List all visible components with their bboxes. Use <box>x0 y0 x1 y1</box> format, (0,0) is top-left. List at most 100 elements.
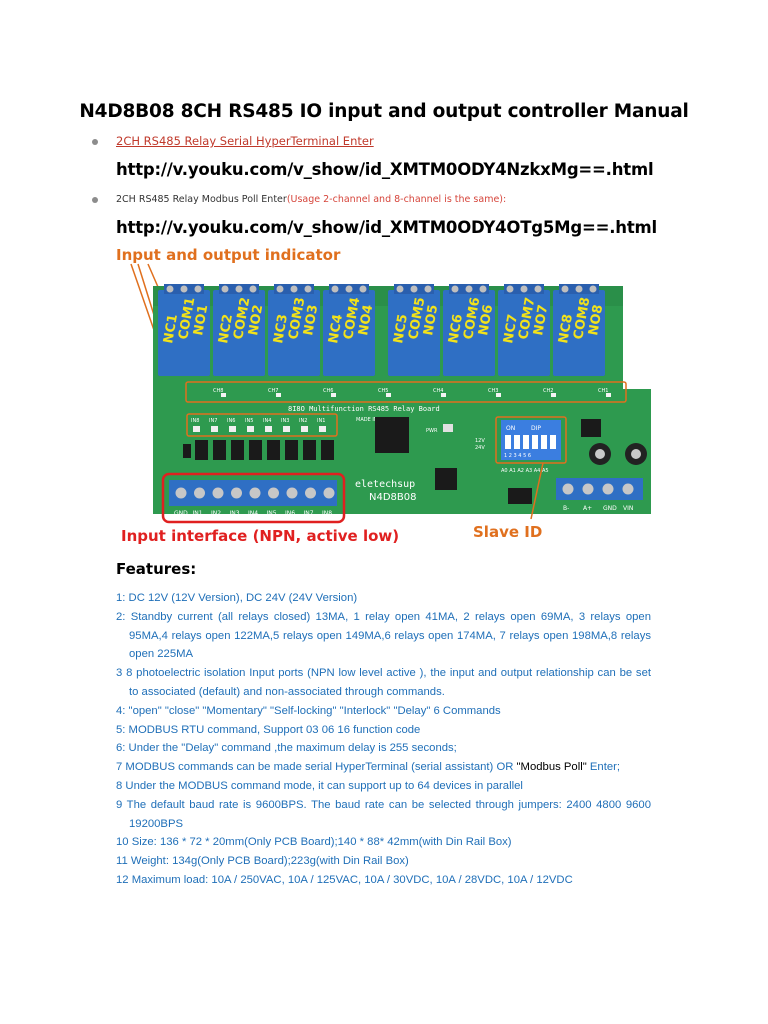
ch-led-label: CH6 <box>323 388 333 394</box>
terminal-screw <box>622 483 634 495</box>
serial-hyperterminal-link[interactable]: 2CH RS485 Relay Serial HyperTerminal Ent… <box>116 134 374 148</box>
relay-label: NC4 <box>326 313 346 345</box>
modbus-poll-text: 2CH RS485 Relay Modbus Poll Enter <box>116 194 287 205</box>
relay-label: COM5 <box>406 296 428 341</box>
relay-label: COM2 <box>231 296 253 341</box>
optocoupler-row <box>183 440 334 460</box>
input-led-label: IN1 <box>317 418 325 424</box>
feature-item: 8 Under the MODBUS command mode, it can … <box>116 779 523 792</box>
terminal-screw <box>359 285 367 293</box>
input-led-label: IN6 <box>227 418 235 424</box>
terminal-screw <box>194 285 202 293</box>
terminal-screw <box>589 285 597 293</box>
terminal-screw <box>249 487 261 499</box>
input-terminal-label: IN6 <box>285 510 295 517</box>
relay-label: COM1 <box>176 296 198 341</box>
ch-led-label: CH1 <box>598 388 608 394</box>
feature-item: 2: Standby current (all relays closed) 1… <box>116 610 651 661</box>
input-led <box>301 426 308 432</box>
relay-block <box>553 290 605 376</box>
address-labels: A0 A1 A2 A3 A4 A5 <box>501 468 549 474</box>
dip-key <box>541 435 547 449</box>
jumper-12v-label: 12V <box>475 438 485 444</box>
terminal-screw <box>479 285 487 293</box>
input-led <box>193 426 200 432</box>
relay-label: COM7 <box>516 296 538 341</box>
feature-item: 4: "open" "close" "Momentary" "Self-lock… <box>116 704 501 717</box>
terminal-screw <box>268 487 279 499</box>
feature-item: 12 Maximum load: 10A / 250VAC, 10A / 125… <box>116 873 573 886</box>
ch-led-label: CH8 <box>213 388 223 394</box>
mcu-chip <box>375 417 409 453</box>
pwr-label: PWR <box>426 428 438 434</box>
input-terminal-label: IN4 <box>248 510 258 517</box>
feature-7-modbus-poll: "Modbus Poll" <box>516 761 587 774</box>
ch-led-label: CH5 <box>378 388 388 394</box>
relay-block <box>213 290 265 376</box>
relay-label: NO5 <box>421 304 441 337</box>
features-heading: Features: <box>116 560 197 578</box>
dip-name-label: DIP <box>531 425 541 432</box>
input-led <box>283 426 290 432</box>
callout-slave-text: Slave ID <box>473 523 542 541</box>
input-led <box>211 426 218 432</box>
ch-led-label: CH2 <box>543 388 553 394</box>
input-led <box>247 426 254 432</box>
modbus-poll-note: (Usage 2-channel and 8-channel is the sa… <box>286 194 507 205</box>
power-terminal-label: B- <box>563 505 569 512</box>
ch-led <box>496 393 501 397</box>
terminal-screw <box>286 487 298 499</box>
feature-item-7: 7 MODBUS commands can be made serial Hyp… <box>116 758 651 777</box>
ch-led-label: CH3 <box>488 388 498 394</box>
relay-block <box>443 290 495 376</box>
relay-label: COM4 <box>341 296 363 341</box>
terminal-screw <box>323 487 335 499</box>
terminal-screw <box>561 285 569 293</box>
terminal-screw <box>451 285 459 293</box>
input-led-label: IN5 <box>245 418 253 424</box>
relay-label: NC8 <box>556 313 576 345</box>
ch-led <box>606 393 611 397</box>
dip-keys <box>505 435 556 449</box>
input-screws <box>175 487 335 499</box>
relay-label: COM6 <box>461 296 483 341</box>
relay-label: NO6 <box>476 304 496 337</box>
input-terminal-label: IN3 <box>230 510 240 517</box>
relay-label: NC5 <box>391 313 411 345</box>
video-url-2[interactable]: http://v.youku.com/v_show/id_XMTM0ODY4OT… <box>116 218 657 237</box>
input-led-label: IN3 <box>281 418 289 424</box>
terminal-screw <box>221 285 229 293</box>
feature-item: 1: DC 12V (12V Version), DC 24V (24V Ver… <box>116 592 358 604</box>
relay-label: COM8 <box>571 296 593 341</box>
board-title: 8I8O Multifunction RS485 Relay Board <box>288 405 440 413</box>
relay-label: COM3 <box>286 296 308 341</box>
relay-block <box>498 290 550 376</box>
feature-item: 3 8 photoelectric isolation Input ports … <box>116 667 651 698</box>
features-list: 1: DC 12V (12V Version), DC 24V (24V Ver… <box>116 589 651 890</box>
optocoupler <box>267 440 280 460</box>
regulator-chip <box>508 488 532 504</box>
input-led <box>229 426 236 432</box>
terminal-screw <box>166 285 174 293</box>
bullet-dot <box>92 197 98 203</box>
input-led <box>319 426 326 432</box>
input-led-label: IN4 <box>263 418 271 424</box>
power-screws <box>562 483 634 495</box>
relay-label: NO7 <box>531 304 551 337</box>
input-terminal-label: IN1 <box>193 510 203 517</box>
relay-label: NC2 <box>216 313 236 345</box>
dip-key <box>550 435 556 449</box>
power-terminal-block <box>556 478 643 500</box>
optocoupler <box>213 440 226 460</box>
terminal-screw <box>305 487 316 499</box>
terminal-screw <box>212 487 224 499</box>
callout-input-text: Input interface (NPN, active low) <box>121 527 399 545</box>
feature-item: 6: Under the "Delay" command ,the maximu… <box>116 742 457 755</box>
video-url-1[interactable]: http://v.youku.com/v_show/id_XMTM0ODY4Nz… <box>116 160 654 179</box>
terminal-screw <box>331 285 339 293</box>
model-label: N4D8B08 <box>369 492 417 503</box>
